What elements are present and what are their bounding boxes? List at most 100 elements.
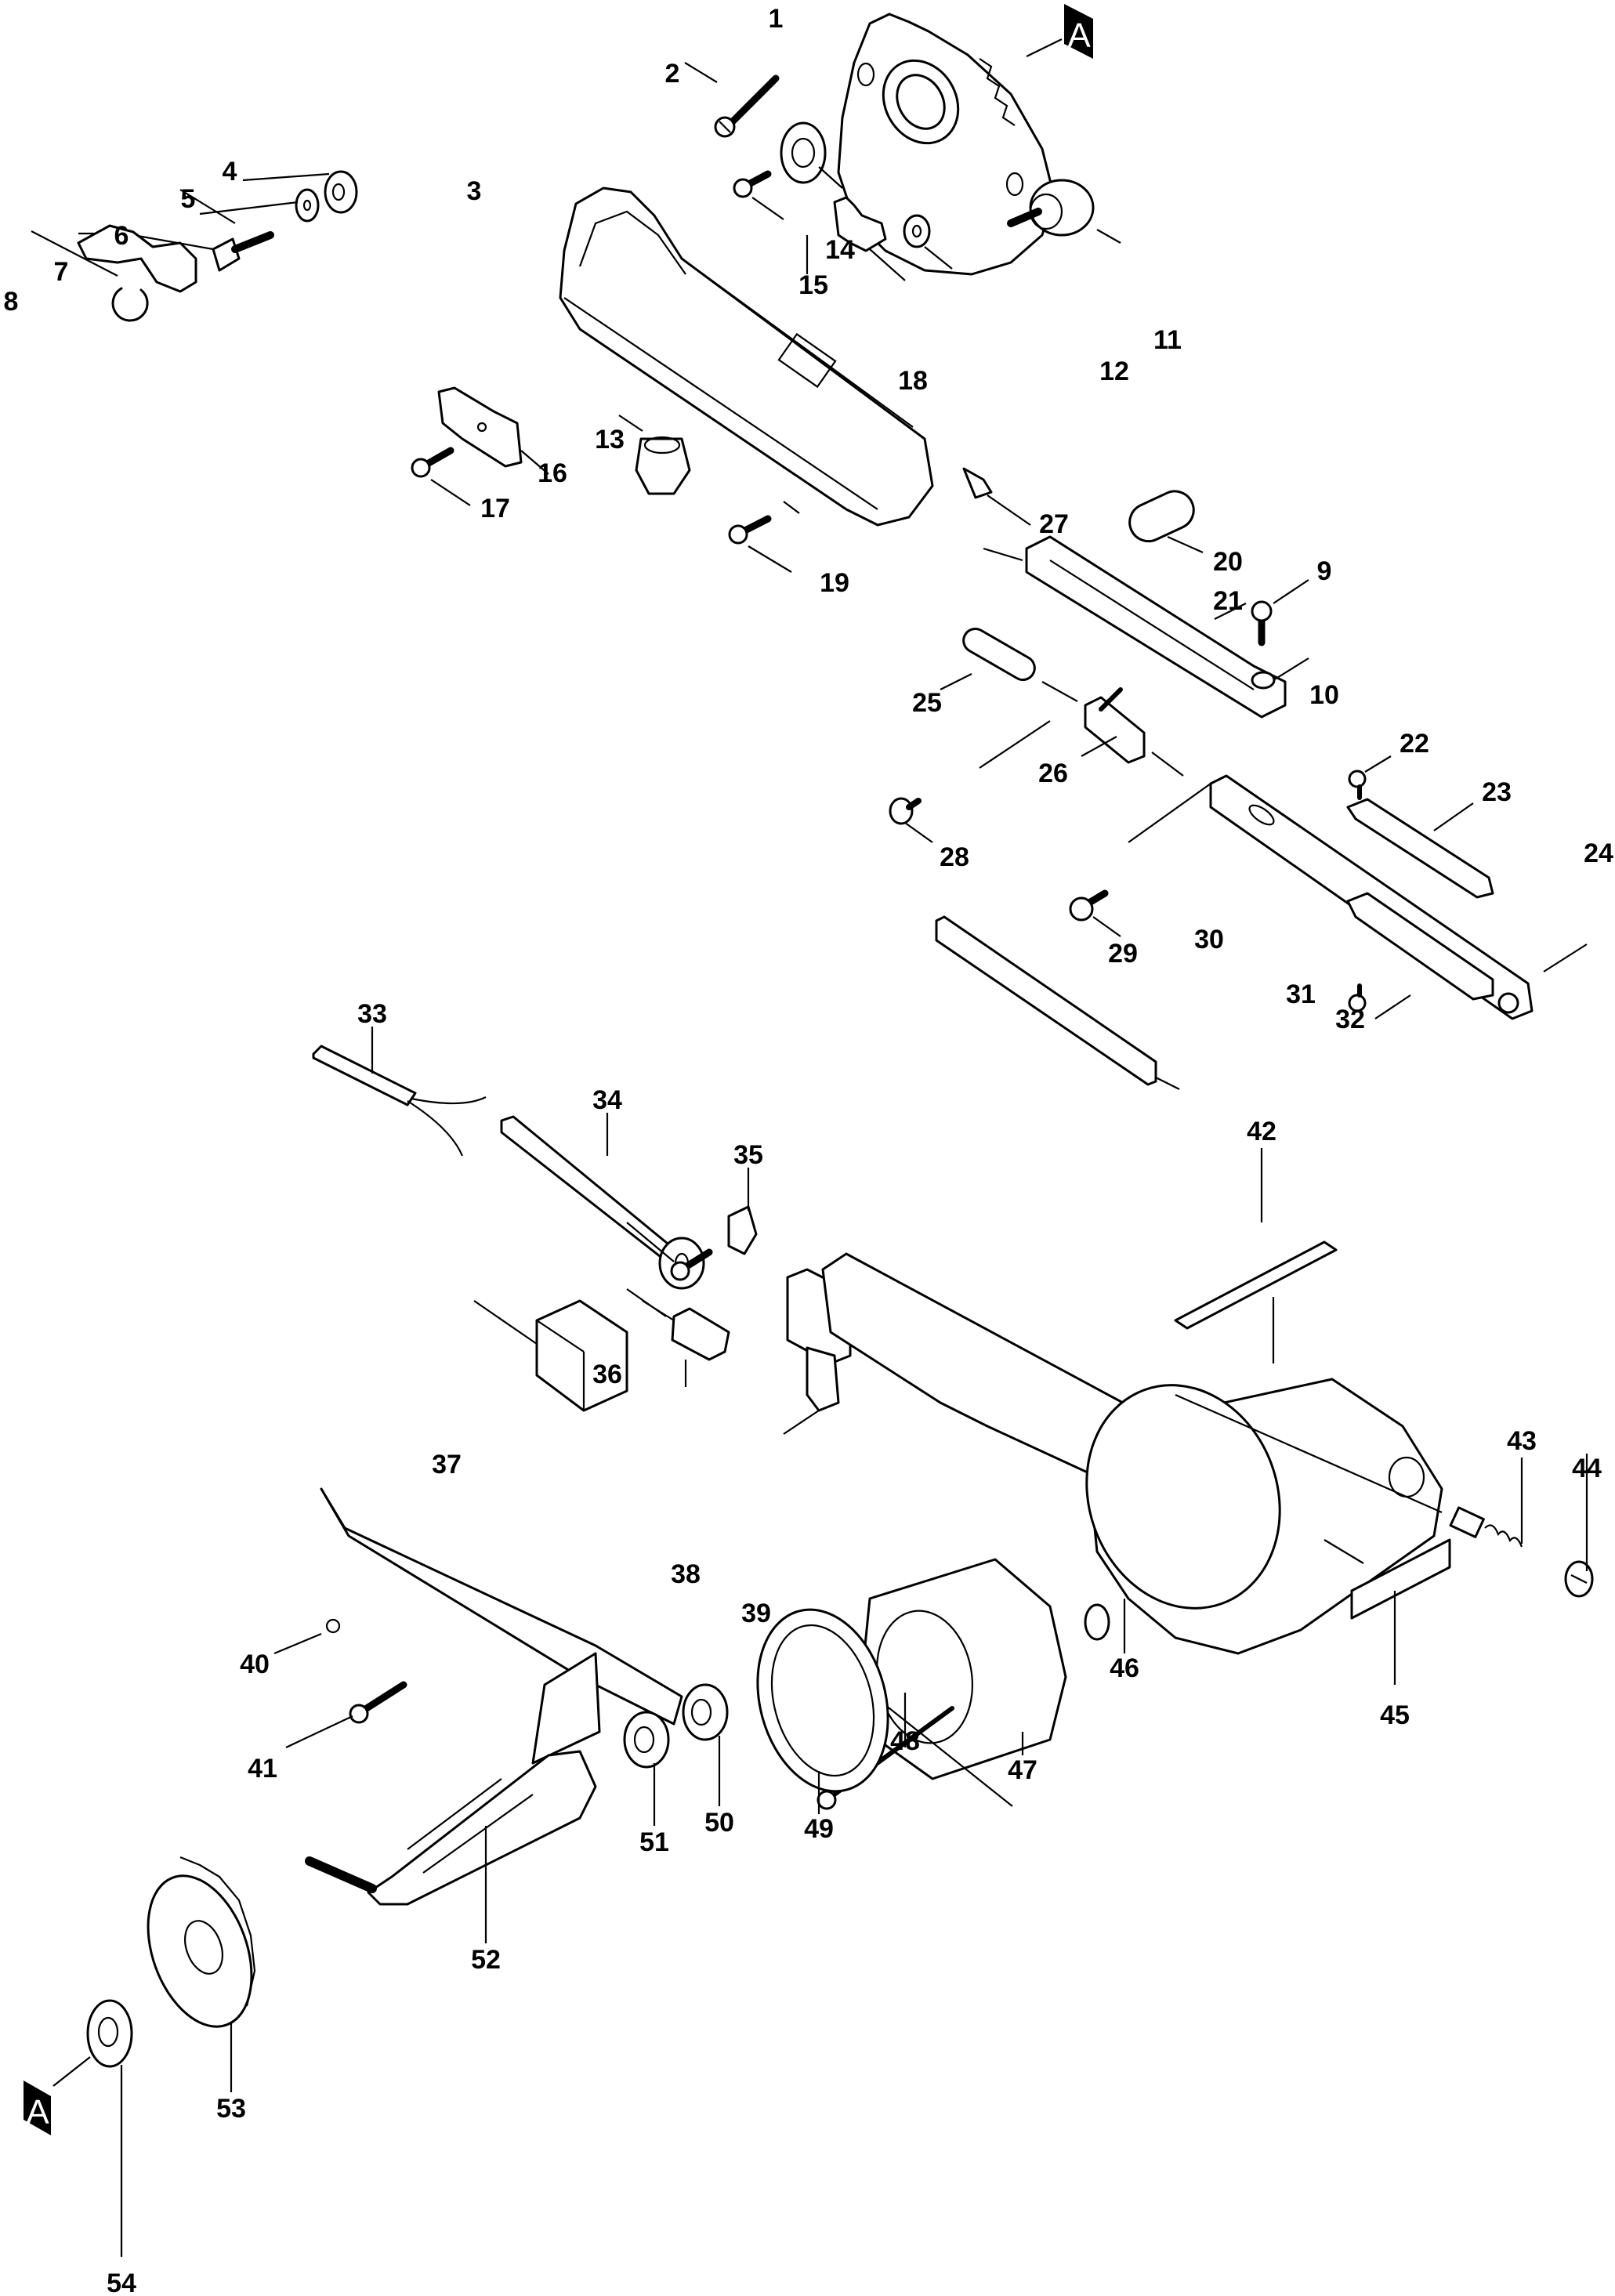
- label-part-25: 25: [912, 688, 942, 718]
- part-32-belt-guide: [1346, 892, 1494, 1019]
- part-20-spring: [1128, 490, 1204, 554]
- label-part-45: 45: [1380, 1700, 1410, 1730]
- label-part-47: 47: [1008, 1755, 1037, 1785]
- label-part-29: 29: [1108, 939, 1138, 969]
- label-part-9: 9: [1317, 556, 1332, 586]
- part-10-washer: [1251, 657, 1309, 690]
- part-40-handle-cover: [273, 1487, 683, 1765]
- part-3-lever-housing: [559, 187, 934, 527]
- label-part-28: 28: [940, 842, 969, 872]
- label-part-27: 27: [1039, 509, 1069, 539]
- label-part-35: 35: [733, 1140, 763, 1170]
- part-27-spring-clip: [962, 467, 1031, 526]
- part-52-armature: [305, 1750, 597, 1943]
- label-part-21: 21: [1213, 586, 1243, 616]
- part-12-washer: [903, 214, 953, 270]
- label-part-24: 24: [1584, 838, 1613, 868]
- part-30-plate: [935, 720, 1180, 1090]
- label-part-10: 10: [1309, 680, 1339, 710]
- label-part-22: 22: [1400, 729, 1429, 759]
- part-21-slide-guide: [983, 535, 1287, 719]
- part-37-noise-suppressor: [473, 1299, 628, 1412]
- label-part-15: 15: [798, 270, 828, 300]
- label-part-12: 12: [1099, 357, 1129, 386]
- part-23-belt-guide: [1346, 798, 1494, 899]
- label-part-17: 17: [480, 494, 510, 523]
- reference-marker-a-bottom: A: [24, 2056, 91, 2135]
- label-part-20: 20: [1213, 547, 1243, 577]
- label-part-41: 41: [248, 1754, 277, 1784]
- label-part-6: 6: [114, 221, 129, 251]
- part-13-grommet: [618, 415, 691, 495]
- label-part-39: 39: [741, 1599, 771, 1628]
- label-part-31: 31: [1286, 980, 1316, 1009]
- label-part-37: 37: [432, 1450, 462, 1479]
- label-part-43: 43: [1507, 1426, 1537, 1456]
- part-54-ball-bearing: [86, 1999, 133, 2257]
- label-part-50: 50: [704, 1808, 734, 1838]
- part-31-screw: [1348, 983, 1367, 1012]
- label-part-33: 33: [357, 999, 387, 1029]
- label-part-19: 19: [820, 568, 849, 598]
- label-part-53: 53: [216, 2094, 246, 2124]
- part-43-carbon-brush: [1449, 1458, 1523, 1548]
- part-35-cord-clamp: [727, 1168, 758, 1255]
- part-51-insulation-washer: [623, 1711, 670, 1826]
- part-22-screw: [1348, 755, 1392, 800]
- part-39-switch: [783, 1268, 852, 1435]
- part-8-retaining-ring: [31, 230, 149, 322]
- label-part-8: 8: [4, 287, 19, 317]
- part-46-motor-housing: [821, 1252, 1443, 1655]
- label-part-13: 13: [595, 425, 625, 454]
- label-part-54: 54: [107, 2269, 136, 2296]
- label-part-5: 5: [181, 184, 196, 214]
- part-28-screw: [889, 797, 933, 843]
- label-part-4: 4: [223, 157, 237, 187]
- part-45-label: [1324, 1538, 1451, 1685]
- part-50-bearing: [682, 1683, 729, 1806]
- part-16-plate: [437, 386, 549, 475]
- label-part-34: 34: [592, 1085, 622, 1115]
- label-part-48: 48: [890, 1726, 920, 1756]
- label-part-18: 18: [898, 366, 928, 396]
- part-49-baffle-ring: [756, 1608, 889, 1814]
- label-part-40: 40: [240, 1650, 270, 1679]
- label-part-52: 52: [471, 1945, 501, 1975]
- part-number-labels: 1 2 3 4 5 6 7 8 9 10 11 12 13 14 15 16 1…: [4, 4, 1613, 2296]
- label-part-38: 38: [671, 1559, 701, 1589]
- label-part-14: 14: [825, 235, 855, 265]
- label-part-3: 3: [467, 176, 482, 206]
- part-4-washer: [179, 170, 358, 224]
- part-7-lever: [77, 224, 197, 293]
- label-part-51: 51: [639, 1827, 669, 1857]
- label-part-16: 16: [538, 458, 567, 488]
- reference-marker-a-top: A: [1026, 4, 1093, 59]
- part-33-cord: [312, 1027, 487, 1157]
- part-41-screw: [285, 1681, 407, 1748]
- part-18-adjust-plate: [806, 196, 906, 281]
- part-42-label: [1174, 1148, 1338, 1363]
- part-25-spring: [940, 628, 1078, 702]
- part-29-screw: [1069, 889, 1121, 937]
- part-53-helical-gear: [147, 1856, 256, 2092]
- part-6-bolt: [132, 231, 274, 272]
- part-19-screw: [728, 501, 800, 573]
- part-14-bearing-sleeve: [780, 121, 843, 189]
- part-36-screw: [626, 1222, 713, 1281]
- label-part-32: 32: [1335, 1005, 1365, 1034]
- label-part-1: 1: [769, 4, 784, 34]
- label-part-42: 42: [1247, 1117, 1276, 1146]
- part-2-screw: [684, 62, 780, 138]
- reference-marker-a-bottom-label: A: [26, 2093, 49, 2131]
- label-part-2: 2: [665, 59, 680, 89]
- part-44-brush-holder-cap: [1564, 1454, 1594, 1598]
- label-part-7: 7: [54, 257, 69, 287]
- part-26-block: [1081, 687, 1146, 764]
- label-part-46: 46: [1110, 1653, 1139, 1683]
- label-part-23: 23: [1482, 777, 1512, 807]
- label-part-26: 26: [1038, 759, 1068, 788]
- label-part-11: 11: [1153, 325, 1182, 355]
- part-17-screw: [411, 447, 471, 506]
- part-9-screw: [1251, 579, 1309, 646]
